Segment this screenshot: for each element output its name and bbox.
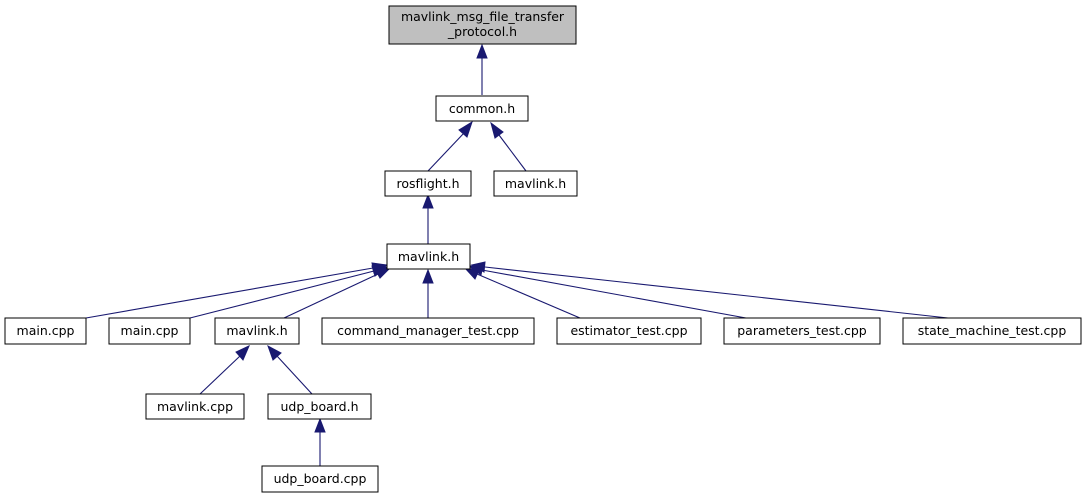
node-label: command_manager_test.cpp: [337, 323, 519, 338]
edge-main2-to-mavlink: [189, 270, 375, 319]
edge-parameters-test-to-mavlink: [481, 269, 747, 319]
node-common-h[interactable]: common.h: [435, 95, 529, 122]
node-label: udp_board.h: [280, 399, 358, 414]
edges: [85, 43, 949, 466]
node-mavlink-h-lower[interactable]: mavlink.h: [214, 317, 300, 345]
arrowhead: [314, 417, 326, 433]
edge-udp-board-h-to-mavlink: [276, 355, 313, 395]
node-udp-board-h[interactable]: udp_board.h: [267, 393, 372, 420]
node-label: _protocol.h: [447, 24, 517, 39]
arrowhead: [422, 268, 434, 284]
node-label: rosflight.h: [396, 176, 459, 191]
arrowhead: [470, 261, 486, 273]
node-state-machine-test-cpp[interactable]: state_machine_test.cpp: [902, 317, 1082, 345]
node-label: mavlink.h: [226, 323, 287, 338]
arrowhead: [422, 193, 434, 209]
edge-state-machine-test-to-mavlink: [484, 266, 949, 319]
node-label: mavlink.h: [398, 249, 459, 264]
node-label: common.h: [449, 101, 515, 116]
arrowhead: [458, 120, 473, 138]
node-udp-board-cpp[interactable]: udp_board.cpp: [261, 465, 379, 493]
node-label: mavlink.cpp: [157, 399, 233, 414]
edge-mavlink-to-common: [498, 134, 527, 172]
node-label: mavlink.h: [505, 176, 566, 191]
edge-estimator-test-to-mavlink: [476, 273, 581, 319]
arrowhead: [374, 267, 392, 279]
node-main-cpp-1[interactable]: main.cpp: [4, 317, 87, 345]
node-label: state_machine_test.cpp: [918, 323, 1067, 338]
arrowhead: [490, 121, 504, 139]
node-parameters-test-cpp[interactable]: parameters_test.cpp: [723, 317, 881, 345]
node-main-cpp-2[interactable]: main.cpp: [108, 317, 191, 345]
node-rosflight-h[interactable]: rosflight.h: [384, 170, 472, 197]
node-mavlink-msg-file-transfer-protocol[interactable]: mavlink_msg_file_transfer _protocol.h: [388, 5, 577, 45]
arrowhead: [235, 345, 250, 361]
node-label: parameters_test.cpp: [737, 323, 867, 338]
node-mavlink-h-side[interactable]: mavlink.h: [493, 170, 578, 197]
edge-rosflight-to-common: [427, 132, 465, 172]
node-label: main.cpp: [17, 323, 75, 338]
node-label: mavlink_msg_file_transfer: [401, 9, 565, 24]
node-command-manager-test-cpp[interactable]: command_manager_test.cpp: [321, 317, 535, 345]
edge-mavlink-cpp-to-mavlink: [199, 355, 241, 395]
edge-mavlink-low-to-mavlink: [283, 273, 379, 319]
node-mavlink-cpp[interactable]: mavlink.cpp: [145, 393, 245, 420]
node-label: main.cpp: [121, 323, 179, 338]
node-label: estimator_test.cpp: [570, 323, 687, 338]
node-estimator-test-cpp[interactable]: estimator_test.cpp: [556, 317, 702, 345]
arrowhead: [476, 43, 488, 59]
node-mavlink-h-center[interactable]: mavlink.h: [386, 243, 471, 270]
arrowhead: [267, 344, 282, 361]
edge-main1-to-mavlink: [85, 267, 374, 319]
node-label: udp_board.cpp: [274, 471, 367, 486]
